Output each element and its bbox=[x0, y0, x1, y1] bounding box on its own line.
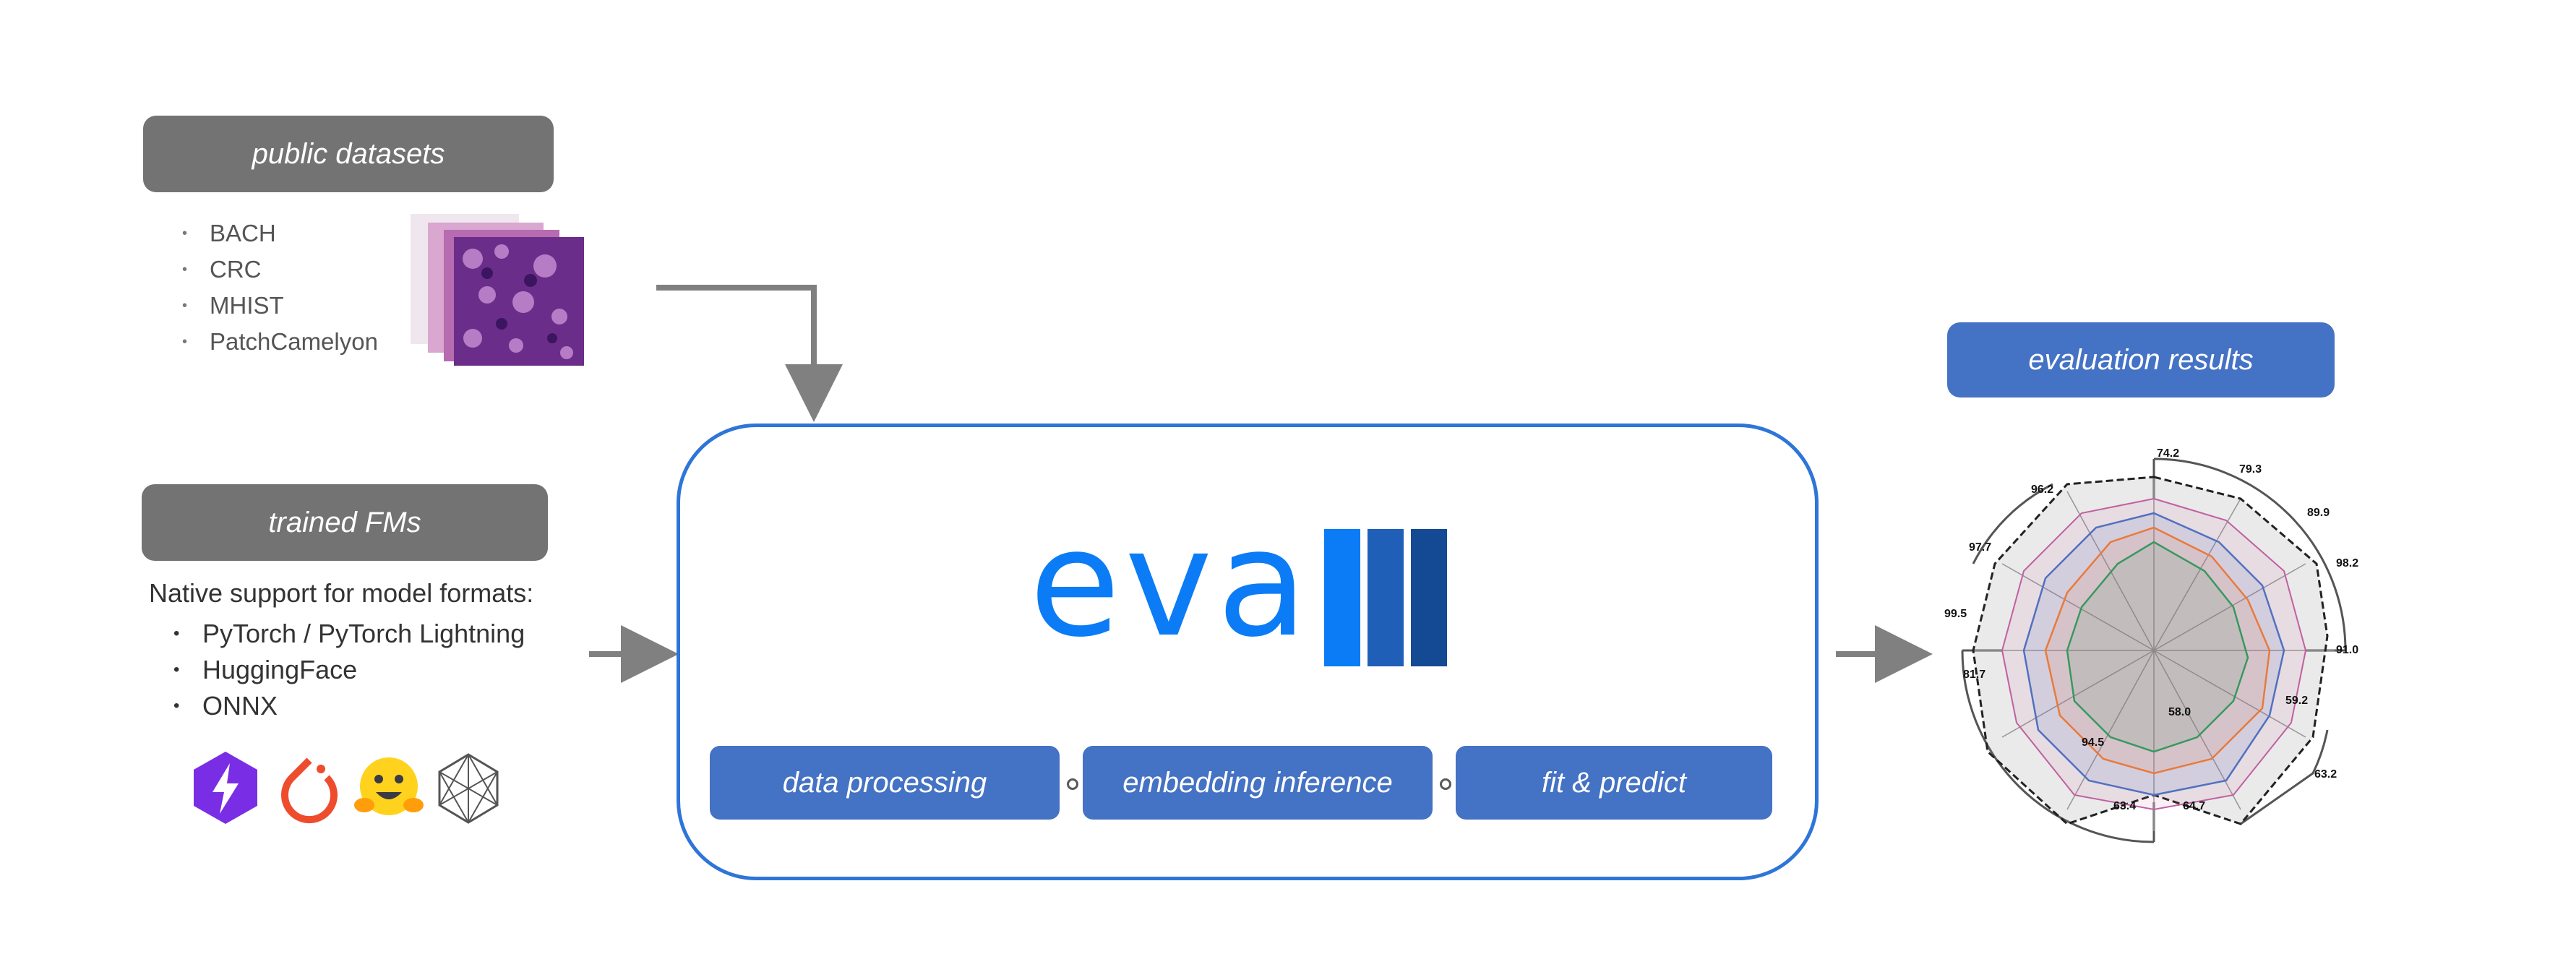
lightning-icon bbox=[194, 752, 257, 824]
radar-value-label: 96.2 bbox=[2031, 484, 2053, 496]
model-format-item: PyTorch / PyTorch Lightning bbox=[173, 616, 525, 652]
dataset-item: PatchCamelyon bbox=[182, 324, 378, 360]
model-format-list: PyTorch / PyTorch Lightning HuggingFace … bbox=[173, 616, 525, 724]
dataset-item: BACH bbox=[182, 215, 378, 252]
fit-predict-step: fit & predict bbox=[1456, 746, 1772, 820]
native-support-text: Native support for model formats: bbox=[149, 578, 534, 608]
radar-value-label: 63.2 bbox=[2314, 768, 2337, 781]
radar-value-label: 63.4 bbox=[2113, 800, 2136, 812]
radar-value-label: 74.2 bbox=[2157, 447, 2179, 460]
radar-value-label: 79.3 bbox=[2239, 463, 2262, 476]
trained-fms-header: trained FMs bbox=[142, 484, 548, 561]
step-connector bbox=[1067, 778, 1078, 790]
radar-results-chart: 74.2 79.3 89.9 98.2 91.0 59.2 63.2 58.0 … bbox=[1944, 447, 2358, 843]
radar-value-label: 94.5 bbox=[2082, 736, 2104, 749]
radar-value-label: 81.7 bbox=[1963, 669, 1985, 681]
model-format-item: ONNX bbox=[173, 688, 525, 724]
dataset-item: MHIST bbox=[182, 288, 378, 324]
radar-value-label: 64.7 bbox=[2183, 800, 2205, 812]
dataset-list: BACH CRC MHIST PatchCamelyon bbox=[182, 215, 378, 360]
radar-value-label: 59.2 bbox=[2285, 695, 2308, 707]
eva-framework-box bbox=[677, 424, 1819, 880]
huggingface-icon bbox=[354, 757, 424, 815]
pytorch-icon bbox=[281, 757, 338, 823]
radar-value-label: 97.7 bbox=[1969, 541, 1991, 554]
model-format-item: HuggingFace bbox=[173, 652, 525, 688]
dataset-item: CRC bbox=[182, 252, 378, 288]
step-connector bbox=[1440, 778, 1451, 790]
radar-value-label: 99.5 bbox=[1944, 608, 1967, 620]
data-processing-step: data processing bbox=[710, 746, 1060, 820]
eva-logo-bars bbox=[1324, 529, 1447, 666]
embedding-inference-step: embedding inference bbox=[1083, 746, 1433, 820]
radar-value-label: 89.9 bbox=[2307, 507, 2330, 519]
histology-image-stack bbox=[411, 214, 584, 366]
datasets-arrow bbox=[656, 285, 843, 422]
evaluation-results-header: evaluation results bbox=[1947, 322, 2335, 397]
radar-value-label: 58.0 bbox=[2168, 706, 2191, 718]
radar-value-label: 98.2 bbox=[2336, 557, 2358, 570]
radar-value-label: 91.0 bbox=[2336, 644, 2358, 656]
eva-logo-text: eva bbox=[1029, 498, 1313, 670]
onnx-icon bbox=[438, 753, 499, 824]
public-datasets-header: public datasets bbox=[143, 116, 554, 192]
